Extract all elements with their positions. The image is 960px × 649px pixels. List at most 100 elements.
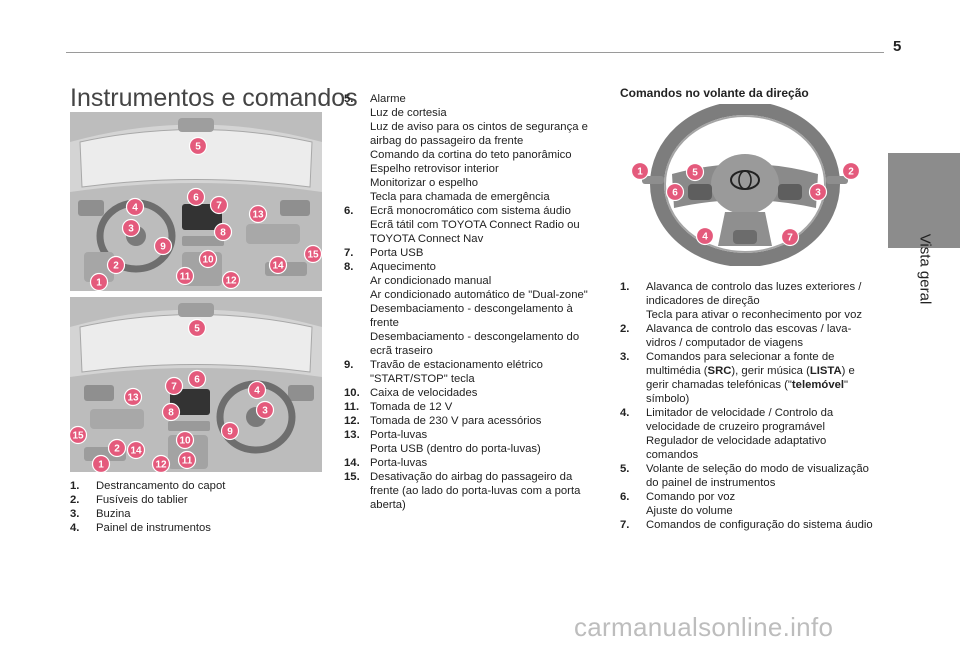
callout-marker-2: 2 [107, 438, 127, 458]
legend-item-number: 13. [344, 429, 360, 441]
callout-marker-11: 11 [175, 266, 195, 286]
legend-item-line: Ar condicionado manual [370, 275, 492, 287]
legend-item: 9.Travão de estacionamento elétrico"STAR… [344, 358, 606, 386]
callout-marker-6: 6 [186, 187, 206, 207]
callout-marker-2: 2 [841, 161, 861, 181]
legend-item-text: Alavanca de controlo das escovas / lava-… [646, 322, 878, 350]
legend-item-line: ecrã traseiro [370, 345, 433, 357]
callout-marker-8: 8 [213, 222, 233, 242]
legend-item-line: Comando por voz [646, 491, 736, 503]
legend-item: 1.Alavanca de controlo das luzes exterio… [620, 280, 878, 322]
callout-marker-label: 3 [815, 188, 821, 199]
page-title: Instrumentos e comandos [70, 84, 358, 112]
legend-item-line: Ecrã monocromático com sistema áudio [370, 205, 571, 217]
callout-marker-3: 3 [121, 218, 141, 238]
legend-item-line: gerir chamadas telefónicas ("telemóvel" [646, 379, 849, 391]
callout-marker-label: 8 [220, 228, 226, 239]
callout-marker-9: 9 [220, 421, 240, 441]
callout-marker-label: 11 [180, 272, 191, 283]
legend-item: 2.Fusíveis do tablier [70, 493, 315, 507]
steering-controls-heading: Comandos no volante da direção [620, 86, 809, 100]
callout-marker-label: 15 [72, 431, 84, 442]
legend-item-text: Limitador de velocidade / Controlo da vel… [646, 406, 878, 462]
legend-item-number: 3. [620, 351, 630, 363]
legend-item: 15. Desativação do airbag do passageiro d… [344, 470, 606, 512]
callout-marker-label: 1 [96, 278, 102, 289]
legend-item: 3.Buzina [70, 507, 315, 521]
legend-item-text: Tomada de 230 V para acessórios [370, 414, 606, 428]
legend-item: 14.Porta-luvas [344, 456, 606, 470]
legend-item: 4.Painel de instrumentos [70, 521, 315, 535]
legend-item-line: Alarme [370, 93, 406, 105]
legend-item-line: Espelho retrovisor interior [370, 163, 499, 175]
legend-item-line: Tomada de 12 V [370, 401, 453, 413]
page-number: 5 [893, 38, 902, 55]
callout-marker-label: 3 [262, 406, 268, 417]
legend-item-line: velocidade de cruzeiro programável [646, 421, 825, 433]
callout-marker-label: 3 [128, 224, 134, 235]
callout-marker-label: 5 [692, 168, 698, 179]
legend-item: 7.Comandos de configuração do sistema áu… [620, 518, 878, 532]
legend-item-line: Comandos de configuração do sistema áudi… [646, 519, 873, 531]
legend-item-line: Porta-luvas [370, 457, 428, 469]
callout-marker-label: 7 [787, 233, 793, 244]
legend-item-line: vidros / computador de viagens [646, 337, 803, 349]
callout-marker-label: 8 [168, 408, 174, 419]
legend-item-line: Desativação do airbag do passageiro da [370, 471, 573, 483]
legend-item-number: 10. [344, 387, 360, 399]
callout-marker-2: 2 [106, 255, 126, 275]
legend-item-text: Fusíveis do tablier [96, 493, 315, 507]
callout-marker-4: 4 [125, 197, 145, 217]
legend-item-number: 8. [344, 261, 354, 273]
legend-item: 5.Volante de seleção do modo de visualiz… [620, 462, 878, 490]
callout-marker-label: 7 [171, 382, 177, 393]
callout-marker-13: 13 [123, 387, 143, 407]
legend-item-line: TOYOTA Connect Nav [370, 233, 484, 245]
legend-item-line: Monitorizar o espelho [370, 177, 479, 189]
callout-marker-label: 14 [130, 446, 142, 457]
callout-marker-7: 7 [164, 376, 184, 396]
legend-item-text: Alavanca de controlo das luzes exteriore… [646, 280, 878, 322]
legend-item-line: Limitador de velocidade / Controlo da [646, 407, 834, 419]
legend-item-text: Porta USB [370, 246, 606, 260]
legend-item-line: comandos [646, 449, 699, 461]
callout-marker-label: 14 [272, 261, 284, 272]
legend-item-number: 15. [344, 471, 360, 483]
callout-marker-10: 10 [198, 249, 218, 269]
callout-marker-1: 1 [630, 161, 650, 181]
legend-item-line: airbag do passageiro da frente [370, 135, 524, 147]
callout-marker-label: 15 [307, 250, 319, 261]
callout-marker-label: 9 [227, 427, 233, 438]
legend-item-line: Alavanca de controlo das escovas / lava- [646, 323, 852, 335]
legend-item-number: 1. [70, 480, 80, 492]
callout-marker-label: 1 [637, 167, 643, 178]
legend-item-number: 5. [344, 93, 354, 105]
legend-item-number: 6. [620, 491, 630, 503]
legend-item-line: multimédia (SRC), gerir música (LISTA) e [646, 365, 855, 377]
callout-marker-1: 1 [89, 272, 109, 291]
legend-item-text: Buzina [96, 507, 315, 521]
legend-item-line: símbolo) [646, 393, 690, 405]
legend-item-text: Porta-luvas [370, 456, 606, 470]
legend-item-line: frente [370, 317, 399, 329]
legend-item-text: Comandos de configuração do sistema áudi… [646, 518, 878, 532]
legend-item-line: Desembaciamento - descongelamento à [370, 303, 573, 315]
callout-marker-label: 10 [179, 436, 191, 447]
legend-item-line: Travão de estacionamento elétrico [370, 359, 543, 371]
callout-marker-13: 13 [248, 204, 268, 224]
legend-item-line: Tomada de 230 V para acessórios [370, 415, 542, 427]
callout-marker-15: 15 [70, 425, 88, 445]
callout-marker-12: 12 [151, 454, 171, 472]
callout-marker-label: 2 [113, 261, 119, 272]
legend-item-number: 6. [344, 205, 354, 217]
callout-marker-label: 4 [254, 386, 260, 397]
